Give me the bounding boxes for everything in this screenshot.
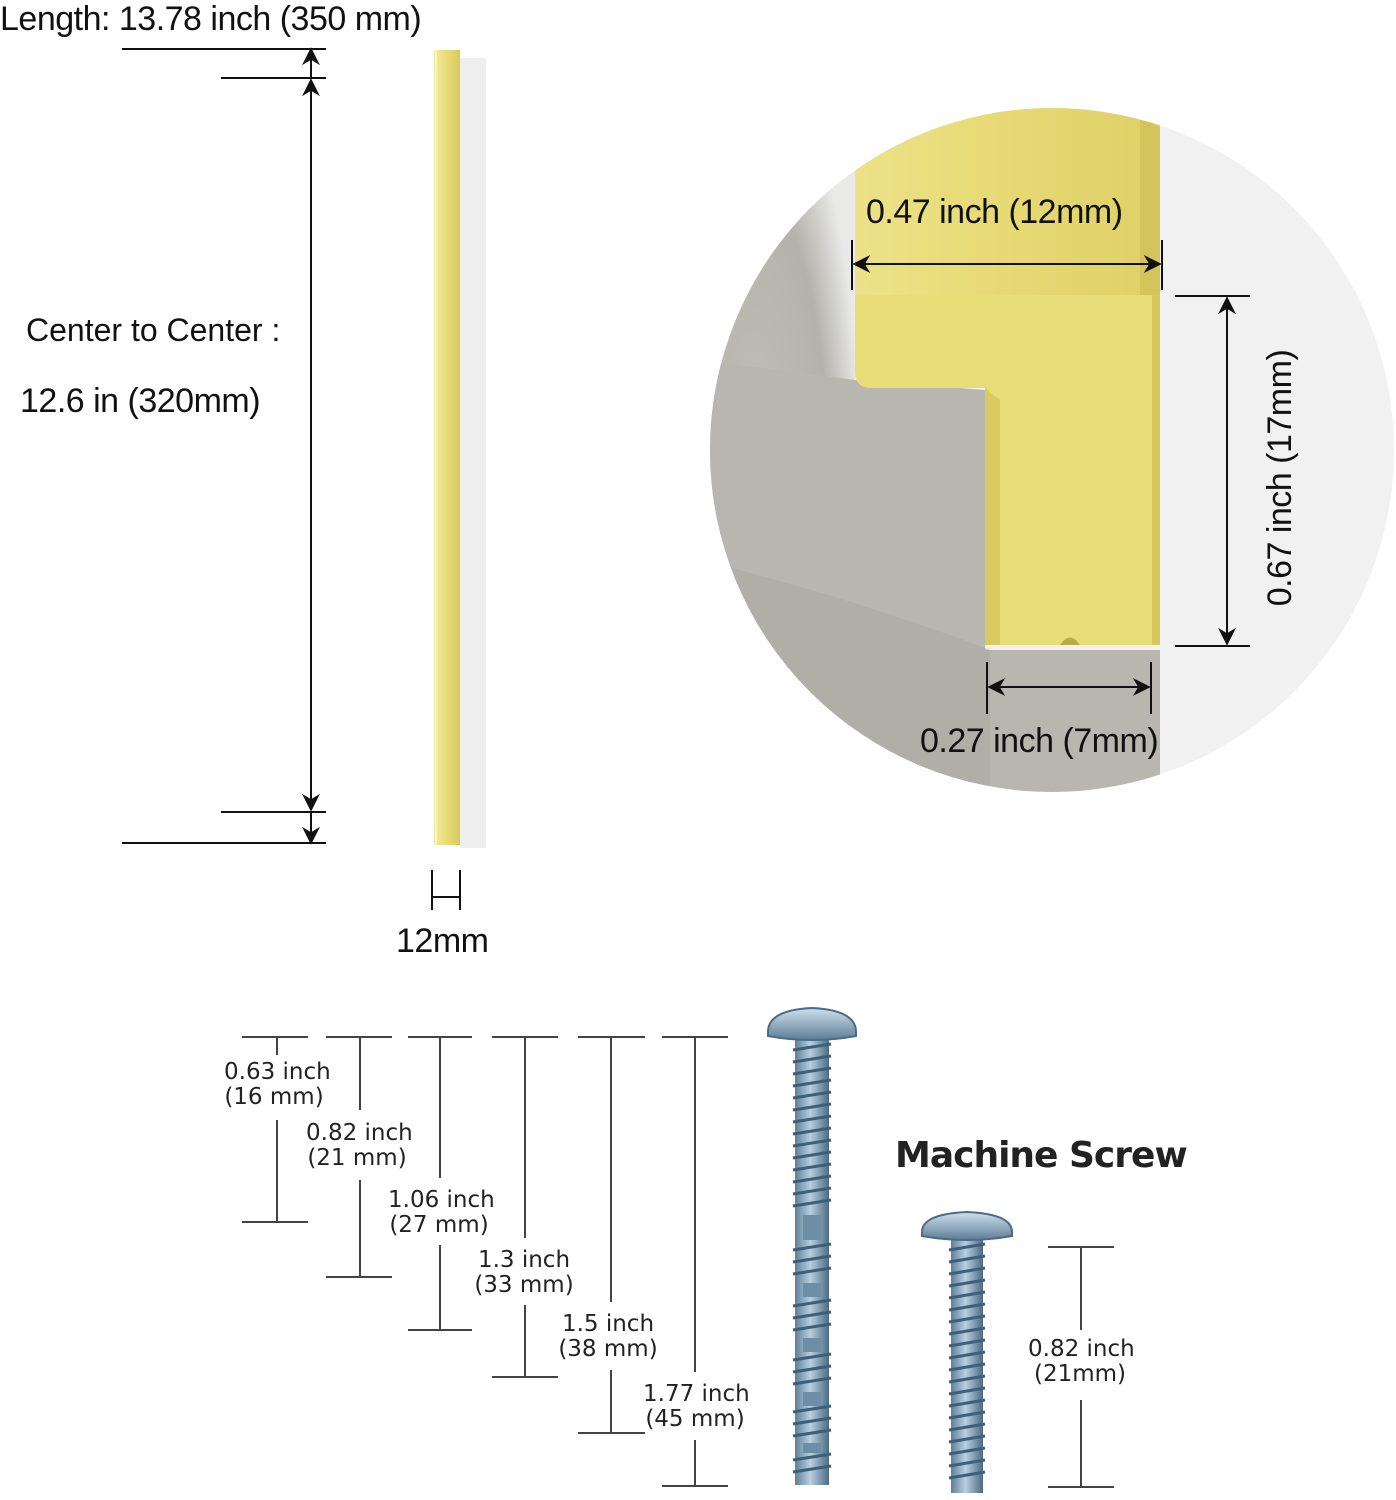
- screw-length-label-45mm: 1.77 inch (45 mm): [643, 1381, 750, 1432]
- breakaway-screw: [767, 1006, 857, 1485]
- length-dimension: [122, 47, 326, 845]
- screw-length-label-16mm: 0.63 inch (16 mm): [224, 1059, 331, 1110]
- screw-length-label-38mm: 1.5 inch (38 mm): [558, 1312, 658, 1362]
- height-dimension: [1175, 295, 1250, 647]
- handle-width-marker: [431, 870, 461, 910]
- screw-length-inch: 0.82 inch: [306, 1120, 413, 1146]
- machine-screw-length-mm: (21mm): [1033, 1361, 1127, 1387]
- machine-screw-title: Machine Screw: [895, 1135, 1188, 1176]
- screw-length-mm: (27 mm): [389, 1212, 489, 1238]
- length-label: Length: 13.78 inch (350 mm): [0, 0, 422, 38]
- center-to-center-dimension: [221, 77, 326, 813]
- screw-length-inch: 0.63 inch: [224, 1059, 331, 1085]
- screw-length-mm: (33 mm): [474, 1272, 574, 1298]
- handle-bar: [434, 50, 486, 848]
- center-to-center-value: 12.6 in (320mm): [20, 382, 261, 420]
- machine-screw-bracket: [1048, 1246, 1114, 1488]
- screw-length-label-21mm: 0.82 inch (21 mm): [306, 1120, 413, 1171]
- bottom-width-dimension: [986, 662, 1152, 714]
- machine-screw-length-inch: 0.82 inch: [1028, 1336, 1135, 1362]
- screw-length-inch: 1.5 inch: [561, 1311, 655, 1337]
- screw-length-mm: (21 mm): [307, 1145, 407, 1171]
- profile-bottom-width-label: 0.27 inch (7mm): [920, 722, 1159, 760]
- profile-top-width-label: 0.47 inch (12mm): [866, 193, 1123, 231]
- screw-length-label-33mm: 1.3 inch (33 mm): [474, 1248, 574, 1298]
- machine-screw-length-label: 0.82 inch (21mm): [1028, 1336, 1135, 1387]
- machine-screw: [921, 1210, 1013, 1493]
- handle-width-label: 12mm: [396, 922, 489, 960]
- screw-length-mm: (45 mm): [645, 1406, 745, 1432]
- screw-length-inch: 1.06 inch: [388, 1187, 495, 1213]
- screw-length-mm: (38 mm): [558, 1336, 658, 1362]
- profile-height-label: 0.67 inch (17mm): [1261, 349, 1299, 607]
- top-width-dimension: [851, 240, 1163, 290]
- center-to-center-title: Center to Center :: [26, 312, 281, 348]
- screw-length-brackets: [242, 1036, 728, 1487]
- screw-length-inch: 1.3 inch: [477, 1247, 571, 1273]
- screw-length-inch: 1.77 inch: [643, 1381, 750, 1407]
- screw-length-mm: (16 mm): [224, 1084, 324, 1110]
- screw-length-label-27mm: 1.06 inch (27 mm): [388, 1187, 495, 1238]
